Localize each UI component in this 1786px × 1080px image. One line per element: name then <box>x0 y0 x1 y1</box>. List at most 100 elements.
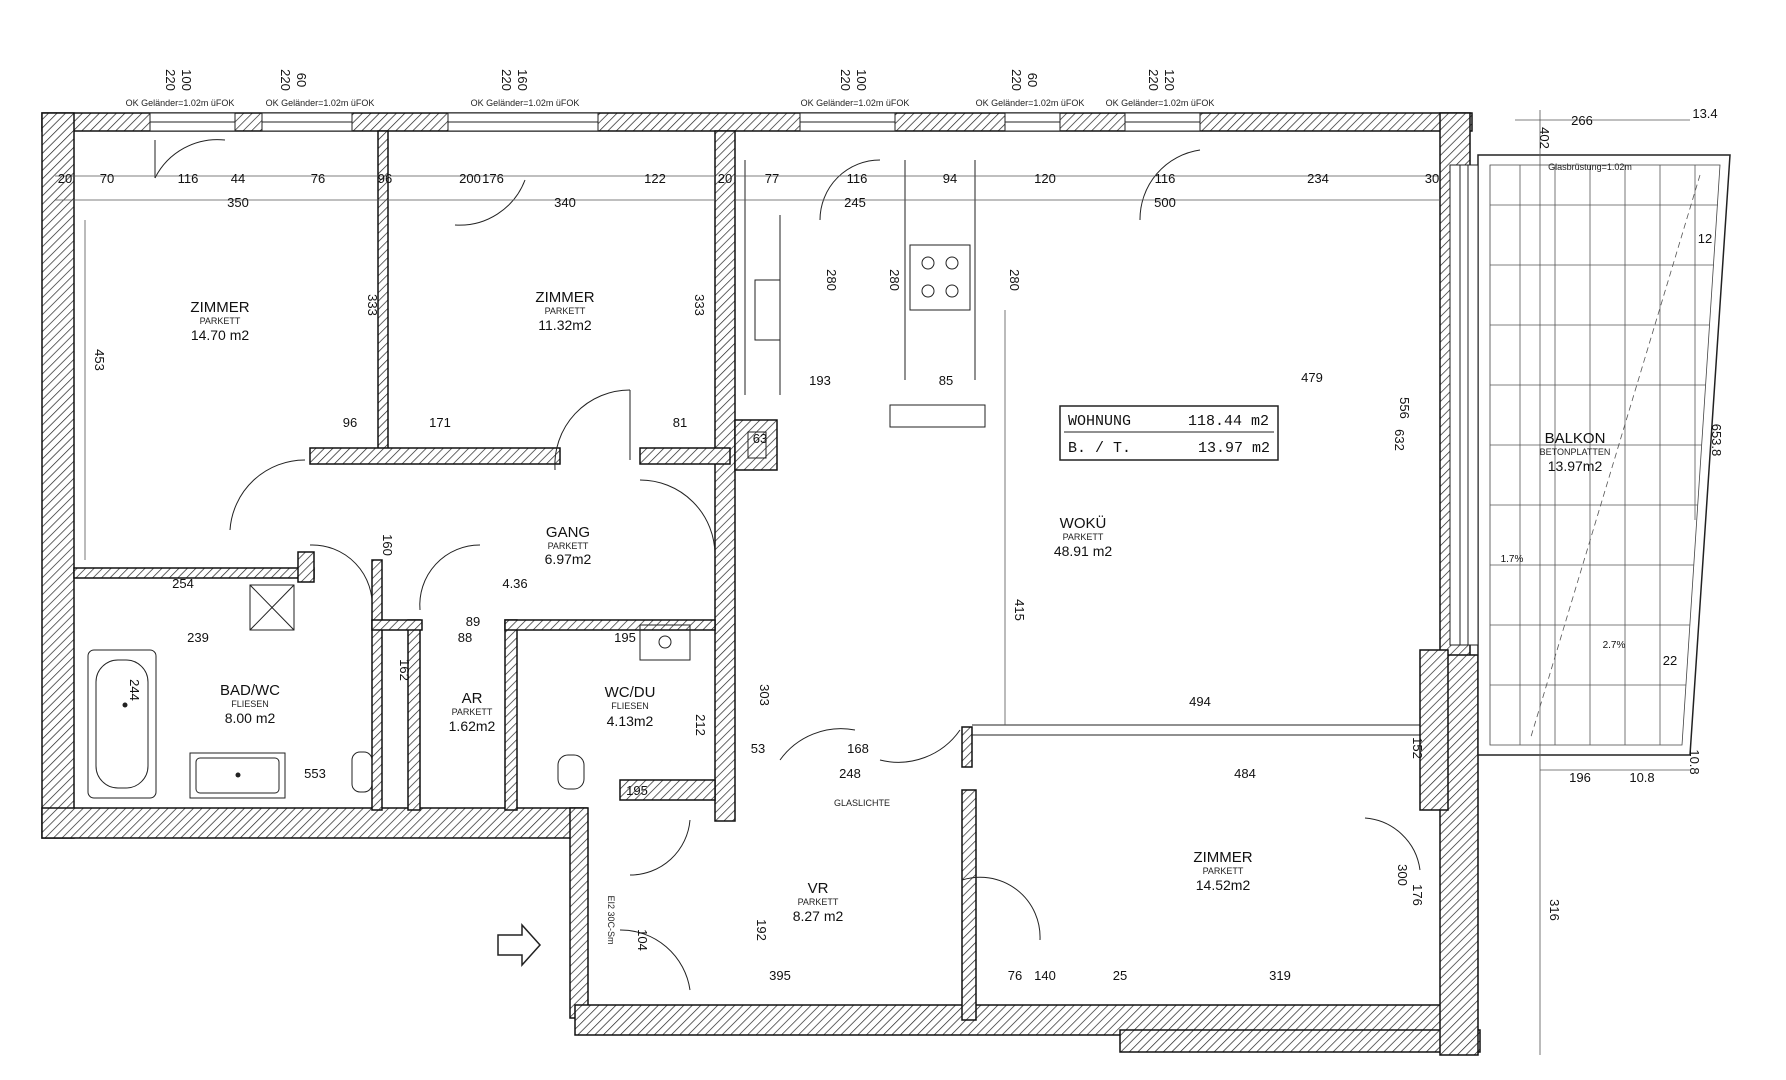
dim-label: 96 <box>378 171 392 186</box>
dim-label: 81 <box>673 415 687 430</box>
dim-label: 13.4 <box>1692 106 1717 121</box>
room-floor: PARKETT <box>1063 532 1104 542</box>
dim-label: 479 <box>1301 370 1323 385</box>
room-balkon: BALKON BETONPLATTEN 13.97m2 <box>1540 430 1611 474</box>
dim-label: 89 <box>466 614 480 629</box>
kitchen-island <box>889 404 986 428</box>
room-area: 4.13m2 <box>607 713 654 729</box>
dim-label: 60 <box>294 73 309 87</box>
room-name: VR <box>808 880 829 897</box>
room-zimmer-1: ZIMMER PARKETT 14.70 m2 <box>190 299 249 343</box>
room-area: 11.32m2 <box>538 317 592 333</box>
dim-label: 553 <box>304 766 326 781</box>
dim-label: 280 <box>887 269 902 291</box>
summary-wohnung-label: WOHNUNG <box>1068 413 1131 430</box>
room-wc-du: WC/DU FLIESEN 4.13m2 <box>605 684 656 729</box>
dim-label: 333 <box>365 294 380 316</box>
room-name: ZIMMER <box>190 299 249 316</box>
dim-label: 4.36 <box>502 576 527 591</box>
room-area: 6.97m2 <box>545 551 592 567</box>
glaslichte-note: GLASLICHTE <box>834 798 890 808</box>
room-vr: VR PARKETT 8.27 m2 <box>793 880 844 924</box>
dim-label: 171 <box>429 415 451 430</box>
dim-label: 196 <box>1569 770 1591 785</box>
summary-bt-label: B. / T. <box>1068 440 1131 457</box>
room-name: GANG <box>546 524 590 541</box>
dim-label: 88 <box>458 630 472 645</box>
room-area: 8.27 m2 <box>793 908 844 924</box>
dim-label: 402 <box>1537 127 1552 149</box>
dim-label: 53 <box>751 741 765 756</box>
dim-label: 20 <box>58 171 72 186</box>
dim-label: 220 <box>278 69 293 91</box>
bathtub <box>87 649 157 799</box>
room-area: 1.62m2 <box>449 718 496 734</box>
room-area: 14.70 m2 <box>191 327 250 343</box>
room-zimmer-2: ZIMMER PARKETT 11.32m2 <box>535 289 594 333</box>
railing-note: OK Geländer=1.02m üFOK <box>266 98 375 108</box>
top-windows <box>149 112 1201 132</box>
dim-label: 195 <box>626 783 648 798</box>
room-floor: PARKETT <box>798 897 839 907</box>
dim-label: 220 <box>163 69 178 91</box>
wc-sink <box>639 624 691 661</box>
dim-label: 104 <box>635 929 650 951</box>
dim-label: 220 <box>838 69 853 91</box>
room-floor: PARKETT <box>548 541 589 551</box>
room-name: AR <box>462 690 483 707</box>
dim-label: 25 <box>1113 968 1127 983</box>
dimensions-interior: 453 333 333 96 171 81 254 239 553 244 19… <box>92 106 1724 983</box>
summary-box: WOHNUNG 118.44 m2 B. / T. 13.97 m2 <box>1059 405 1279 461</box>
dimensions-top: 20 70 116 44 76 96 200 176 122 20 77 116… <box>58 113 1593 210</box>
dim-label: 453 <box>92 349 107 371</box>
dim-label: 70 <box>100 171 114 186</box>
dim-label: 244 <box>127 679 142 701</box>
room-name: WC/DU <box>605 684 656 701</box>
room-name: BALKON <box>1545 430 1606 447</box>
outer-walls <box>41 112 1481 1056</box>
dim-label: 152 <box>1410 737 1425 759</box>
dim-label: 220 <box>499 69 514 91</box>
doors <box>154 139 1421 991</box>
dim-label: 160 <box>515 69 530 91</box>
dim-label: 248 <box>839 766 861 781</box>
cooktop <box>909 244 971 311</box>
room-floor: PARKETT <box>452 707 493 717</box>
room-area: 14.52m2 <box>1196 877 1251 893</box>
dim-label: 220 <box>1146 69 1161 91</box>
dim-label: 415 <box>1012 599 1027 621</box>
dim-label: 340 <box>554 195 576 210</box>
dim-label: 254 <box>172 576 194 591</box>
room-ar: AR PARKETT 1.62m2 <box>449 690 496 734</box>
dim-label: 168 <box>847 741 869 756</box>
dim-label: 100 <box>854 69 869 91</box>
dim-label: 280 <box>824 269 839 291</box>
dim-label: 234 <box>1307 171 1329 186</box>
dim-label: 60 <box>1025 73 1040 87</box>
dim-label: 116 <box>1155 171 1176 186</box>
room-woku: WOKÜ PARKETT 48.91 m2 <box>1054 514 1113 559</box>
dim-label: 20 <box>718 171 732 186</box>
dimension-lines <box>55 110 1690 1055</box>
dim-label: 140 <box>1034 968 1056 983</box>
dim-label: 176 <box>1410 884 1425 906</box>
dim-label: 12 <box>1698 231 1712 246</box>
toilet-bad <box>351 751 373 793</box>
dim-label: 245 <box>844 195 866 210</box>
dim-label: 300 <box>1395 864 1410 886</box>
dim-label: 220 <box>1009 69 1024 91</box>
room-bad-wc: BAD/WC FLIESEN 8.00 m2 <box>220 682 280 726</box>
dim-label: 500 <box>1154 195 1176 210</box>
room-name: BAD/WC <box>220 682 280 699</box>
room-zimmer-3: ZIMMER PARKETT 14.52m2 <box>1193 849 1252 893</box>
dim-label: 10.8 <box>1629 770 1654 785</box>
dim-label: 94 <box>943 171 957 186</box>
dim-label: 632 <box>1392 429 1407 451</box>
dim-label: 484 <box>1234 766 1256 781</box>
dim-label: 120 <box>1162 69 1177 91</box>
room-floor: BETONPLATTEN <box>1540 447 1611 457</box>
railing-note: OK Geländer=1.02m üFOK <box>976 98 1085 108</box>
dim-label: 85 <box>939 373 953 388</box>
dim-label: 303 <box>757 684 772 706</box>
room-name: WOKÜ <box>1060 514 1107 532</box>
